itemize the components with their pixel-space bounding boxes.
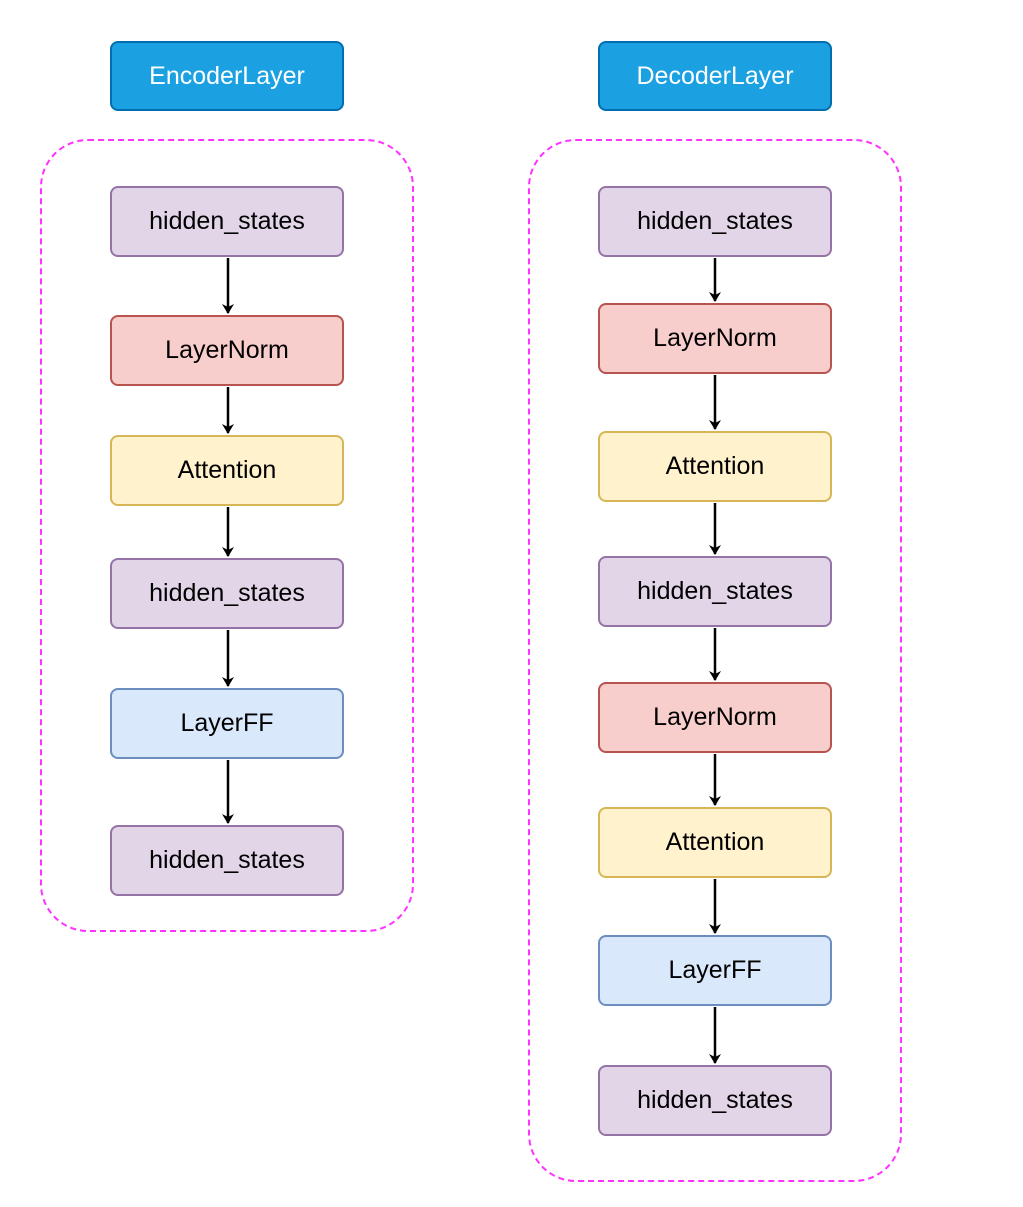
encoder-node-layernorm: LayerNorm [110,315,344,386]
encoder-node-hidden-states-3: hidden_states [110,825,344,896]
decoder-node-layernorm-1: LayerNorm [598,303,832,374]
encoder-node-layerff: LayerFF [110,688,344,759]
decoder-node-attention-1: Attention [598,431,832,502]
decoder-node-attention-2: Attention [598,807,832,878]
encoder-node-hidden-states-1: hidden_states [110,186,344,257]
decoder-node-layerff: LayerFF [598,935,832,1006]
decoder-node-hidden-states-3: hidden_states [598,1065,832,1136]
decoder-layer-group [528,139,902,1182]
encoder-layer-group [40,139,414,932]
encoder-layer-title: EncoderLayer [110,41,344,111]
encoder-node-hidden-states-2: hidden_states [110,558,344,629]
decoder-node-layernorm-2: LayerNorm [598,682,832,753]
decoder-layer-title: DecoderLayer [598,41,832,111]
decoder-node-hidden-states-2: hidden_states [598,556,832,627]
decoder-node-hidden-states-1: hidden_states [598,186,832,257]
encoder-node-attention: Attention [110,435,344,506]
